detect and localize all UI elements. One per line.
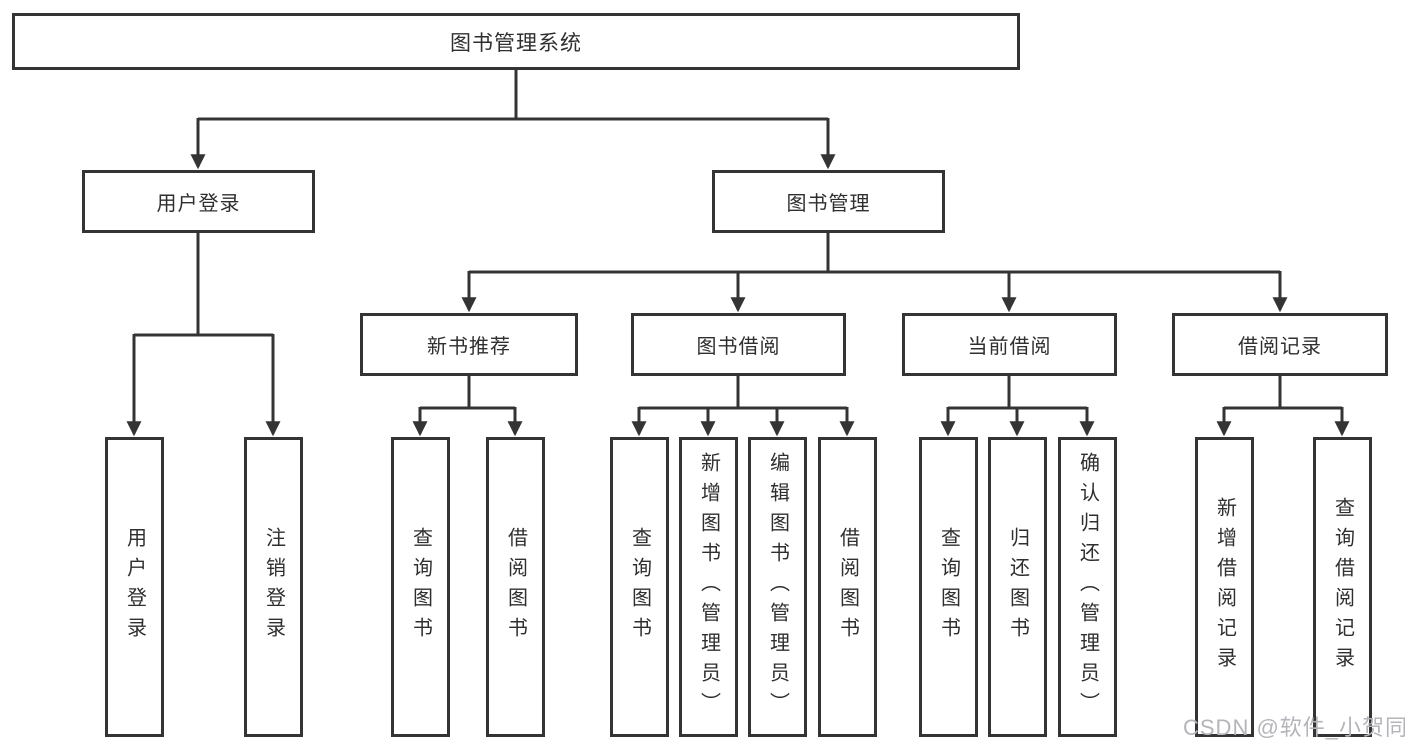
leaf-logout-login: 注销登录	[244, 437, 303, 737]
leaf-query-books-borrow: 查询图书	[610, 437, 669, 737]
leaf-borrow-books-recommend: 借阅图书	[486, 437, 545, 737]
leaf-query-borrow-record: 查询借阅记录	[1313, 437, 1372, 737]
node-label: 图书管理	[786, 193, 871, 215]
leaf-return-books: 归还图书	[988, 437, 1047, 737]
leaf-label: 用户登录	[123, 527, 146, 647]
leaf-edit-books-admin: 编辑图书（管理员）	[748, 437, 807, 737]
leaf-label: 编辑图书（管理员）	[766, 452, 789, 722]
leaf-label: 查询图书	[409, 527, 432, 647]
leaf-label: 查询借阅记录	[1331, 497, 1354, 677]
csdn-watermark: CSDN @软件_小贺同学	[1183, 715, 1405, 740]
leaf-label: 借阅图书	[836, 527, 859, 647]
leaf-query-books-recommend: 查询图书	[391, 437, 450, 737]
node-new-book-recommend: 新书推荐	[360, 313, 578, 376]
leaf-add-borrow-record: 新增借阅记录	[1195, 437, 1254, 737]
node-label: 借阅记录	[1238, 336, 1322, 358]
leaf-label: 注销登录	[262, 527, 285, 647]
leaf-label: 新增图书（管理员）	[697, 452, 720, 722]
node-borrow-records: 借阅记录	[1172, 313, 1388, 376]
leaf-label: 归还图书	[1006, 527, 1029, 647]
node-label: 用户登录	[156, 193, 241, 215]
leaf-label: 查询图书	[937, 527, 960, 647]
leaf-confirm-return-admin: 确认归还（管理员）	[1058, 437, 1117, 737]
node-root-system: 图书管理系统	[12, 13, 1020, 70]
leaf-label: 新增借阅记录	[1213, 497, 1236, 677]
leaf-label: 借阅图书	[504, 527, 527, 647]
leaf-query-books-current: 查询图书	[919, 437, 978, 737]
leaf-label: 确认归还（管理员）	[1076, 452, 1099, 722]
node-book-borrow: 图书借阅	[631, 313, 846, 376]
node-book-management: 图书管理	[712, 170, 945, 233]
leaf-user-login: 用户登录	[105, 437, 164, 737]
node-current-borrow: 当前借阅	[902, 313, 1117, 376]
node-user-login: 用户登录	[82, 170, 315, 233]
leaf-label: 查询图书	[628, 527, 651, 647]
node-label: 图书借阅	[696, 336, 781, 358]
node-label: 图书管理系统	[450, 31, 582, 55]
node-label: 当前借阅	[967, 336, 1052, 358]
leaf-add-books-admin: 新增图书（管理员）	[679, 437, 738, 737]
node-label: 新书推荐	[427, 336, 511, 358]
leaf-borrow-books-borrow: 借阅图书	[818, 437, 877, 737]
